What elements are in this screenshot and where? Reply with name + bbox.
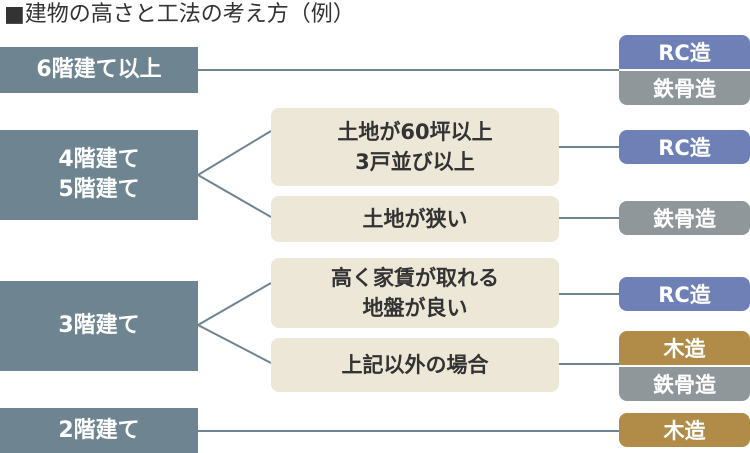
connector-3f-upper [197, 282, 272, 326]
method-rc-cond1: RC造 [619, 130, 750, 164]
method-wood-2f: 木造 [619, 413, 750, 447]
condition-narrow-land: 土地が狭い [271, 196, 559, 242]
condition-high-rent: 高く家賃が取れる 地盤が良い [271, 258, 559, 328]
method-rc-6f: RC造 [619, 35, 750, 69]
floor-3: 3階建て [0, 281, 198, 371]
diagram-title: ■建物の高さと工法の考え方（例） [4, 2, 355, 27]
floor-4-5: 4階建て 5階建て [0, 130, 198, 220]
connector-45f-upper [197, 130, 272, 176]
method-steel-cond2: 鉄骨造 [619, 201, 750, 235]
condition-other: 上記以外の場合 [271, 338, 559, 392]
floor-2: 2階建て [0, 408, 198, 453]
condition-large-land: 土地が60坪以上 3戸並び以上 [271, 108, 559, 186]
connector-45f-lower [197, 174, 272, 218]
method-wood-cond4: 木造 [619, 331, 750, 365]
connector-3f-lower [197, 324, 272, 364]
floor-6-plus: 6階建て以上 [0, 47, 198, 93]
method-steel-cond4: 鉄骨造 [619, 367, 750, 401]
method-steel-6f: 鉄骨造 [619, 71, 750, 105]
method-rc-cond3: RC造 [619, 277, 750, 311]
